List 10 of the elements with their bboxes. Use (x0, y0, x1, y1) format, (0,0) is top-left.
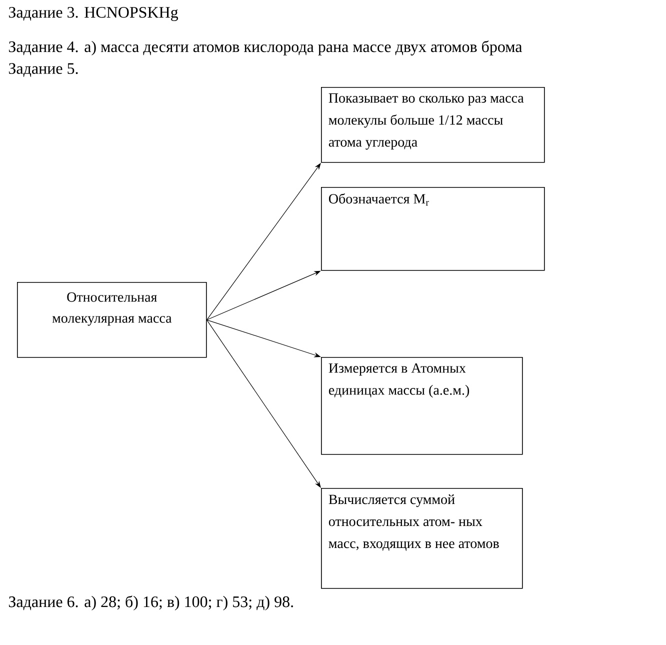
text-box: Вычисляется суммой относительных атом- ных масс, входящих в нее атомов (321, 488, 523, 589)
task-text: Задание 3. HCNOPSKHg (8, 6, 178, 22)
text-box: Относительная молекулярная масса (17, 282, 207, 358)
task-text: Задание 5. (8, 63, 78, 77)
arrow (206, 320, 321, 488)
task-text: Задание 4. а) масса десяти атомов кислорода рана массе двух атомов брома (8, 40, 522, 56)
text-box: Показывает во сколько раз масса молекулы больше 1/12 массы атома углерода (321, 87, 545, 163)
task-text: Задание 6. а) 28; б) 16; в) 100; г) 53; д) 98. (8, 596, 293, 610)
text-box: Обозначается M$_{r}$ (321, 187, 545, 271)
text-box: Измеряется в Атомных единицах массы (а.е.м.) (321, 357, 523, 455)
